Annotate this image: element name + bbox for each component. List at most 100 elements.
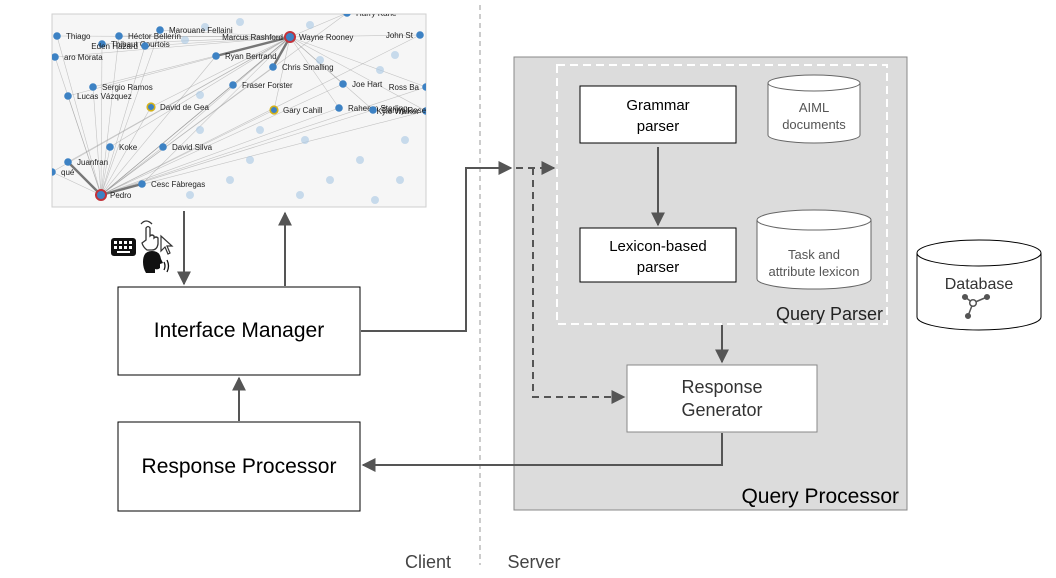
network-node[interactable] xyxy=(89,83,97,91)
speaking-head-icon xyxy=(143,251,170,273)
network-background-node xyxy=(391,51,399,59)
network-node-label: Marcus Rashford xyxy=(222,33,283,42)
network-edge xyxy=(100,29,161,196)
network-node-label: aro Morata xyxy=(64,53,103,62)
network-hub-icon xyxy=(961,293,991,320)
network-node[interactable] xyxy=(343,9,351,17)
lexicon-parser-line2: parser xyxy=(637,259,680,276)
network-edge xyxy=(92,86,102,196)
network-edge xyxy=(100,106,152,196)
network-edge xyxy=(273,36,291,111)
network-node-label: Chris Smalling xyxy=(282,63,334,72)
network-edge xyxy=(100,109,374,196)
network-node[interactable] xyxy=(416,31,424,39)
network-edge xyxy=(100,35,120,196)
network-node-label: John St xyxy=(386,31,414,40)
query-processor-label: Query Processor xyxy=(741,485,899,508)
network-edge xyxy=(289,36,340,109)
network-node-label: Ryan Bertrand xyxy=(225,52,277,61)
network-edge xyxy=(54,36,291,58)
lexicon-parser-line1: Lexicon-based xyxy=(609,238,707,255)
network-edge xyxy=(101,36,291,45)
response-generator-line2: Generator xyxy=(681,400,762,420)
network-node-label: Pedro xyxy=(110,191,132,200)
network-background-node xyxy=(236,18,244,26)
network-edge-strong xyxy=(67,161,102,196)
network-node[interactable] xyxy=(51,53,59,61)
response-processor-box[interactable]: Response Processor xyxy=(117,421,361,512)
network-node[interactable] xyxy=(156,26,164,34)
client-label: Client xyxy=(405,552,451,572)
aiml-documents-cylinder[interactable]: AIML documents xyxy=(767,74,861,144)
keyboard-icon xyxy=(111,238,136,256)
network-edge xyxy=(100,83,344,196)
network-edge xyxy=(159,29,291,38)
network-node-label: Marouane Fellaini xyxy=(169,26,233,35)
network-edge xyxy=(52,36,291,173)
network-edge xyxy=(100,110,426,196)
network-background-node xyxy=(196,91,204,99)
interface-manager-box[interactable]: Interface Manager xyxy=(117,286,361,376)
network-node[interactable] xyxy=(159,143,167,151)
network-node[interactable] xyxy=(64,158,72,166)
network-node[interactable] xyxy=(115,32,123,40)
aiml-documents-line2: documents xyxy=(782,117,846,132)
network-edge xyxy=(52,171,102,196)
task-lexicon-cylinder[interactable]: Task and attribute lexicon xyxy=(756,209,872,290)
interface-manager-label: Interface Manager xyxy=(154,319,324,342)
network-node[interactable] xyxy=(369,106,377,114)
network-node[interactable] xyxy=(98,40,106,48)
network-edge xyxy=(118,35,291,38)
network-edge xyxy=(100,43,103,196)
arrow-interface-to-server xyxy=(361,161,513,332)
network-background-node xyxy=(326,176,334,184)
network-node[interactable] xyxy=(339,80,347,88)
network-background-node xyxy=(196,126,204,134)
network-node[interactable] xyxy=(335,104,343,112)
network-edge-strong xyxy=(215,35,291,58)
network-node[interactable] xyxy=(286,33,294,41)
network-node[interactable] xyxy=(141,42,149,50)
database-cylinder[interactable]: Database xyxy=(916,239,1042,331)
network-node[interactable] xyxy=(53,32,61,40)
network-background-nodes xyxy=(181,18,409,204)
network-edge xyxy=(289,34,421,38)
network-edge xyxy=(56,35,102,196)
response-generator-box[interactable]: Response Generator xyxy=(626,364,818,433)
network-edge xyxy=(67,95,102,196)
query-parser-box: Query Parser xyxy=(556,64,888,325)
network-edge xyxy=(289,36,426,88)
task-lexicon-line2: attribute lexicon xyxy=(768,264,859,279)
network-node[interactable] xyxy=(212,52,220,60)
dashed-arrow-to-response-generator xyxy=(532,168,626,404)
grammar-parser-box[interactable]: Grammar parser xyxy=(579,85,737,144)
network-edge xyxy=(289,14,346,38)
network-background-node xyxy=(376,66,384,74)
network-node[interactable] xyxy=(48,168,56,176)
network-node[interactable] xyxy=(269,105,279,115)
lexicon-parser-box[interactable]: Lexicon-based parser xyxy=(579,227,737,283)
network-node[interactable] xyxy=(95,189,107,201)
network-background-node xyxy=(306,21,314,29)
pointer-hand-icon xyxy=(140,220,159,251)
query-parser-label: Query Parser xyxy=(776,304,883,324)
network-background-node xyxy=(246,156,254,164)
network-node[interactable] xyxy=(229,81,237,89)
network-node[interactable] xyxy=(422,83,430,91)
network-node[interactable] xyxy=(422,107,430,115)
network-node-label: qué xyxy=(61,168,75,177)
grammar-parser-line2: parser xyxy=(637,118,680,135)
network-node-label: Gary Cahill xyxy=(283,106,323,115)
network-node[interactable] xyxy=(269,63,277,71)
network-edge xyxy=(144,36,291,47)
network-node[interactable] xyxy=(64,92,72,100)
network-edge xyxy=(100,109,275,196)
aiml-documents-line1: AIML xyxy=(799,100,829,115)
network-background-node xyxy=(396,176,404,184)
network-node[interactable] xyxy=(146,102,156,112)
network-node-label: Wayne Rooney xyxy=(299,33,353,42)
network-node[interactable] xyxy=(106,143,114,151)
network-node[interactable] xyxy=(138,180,146,188)
